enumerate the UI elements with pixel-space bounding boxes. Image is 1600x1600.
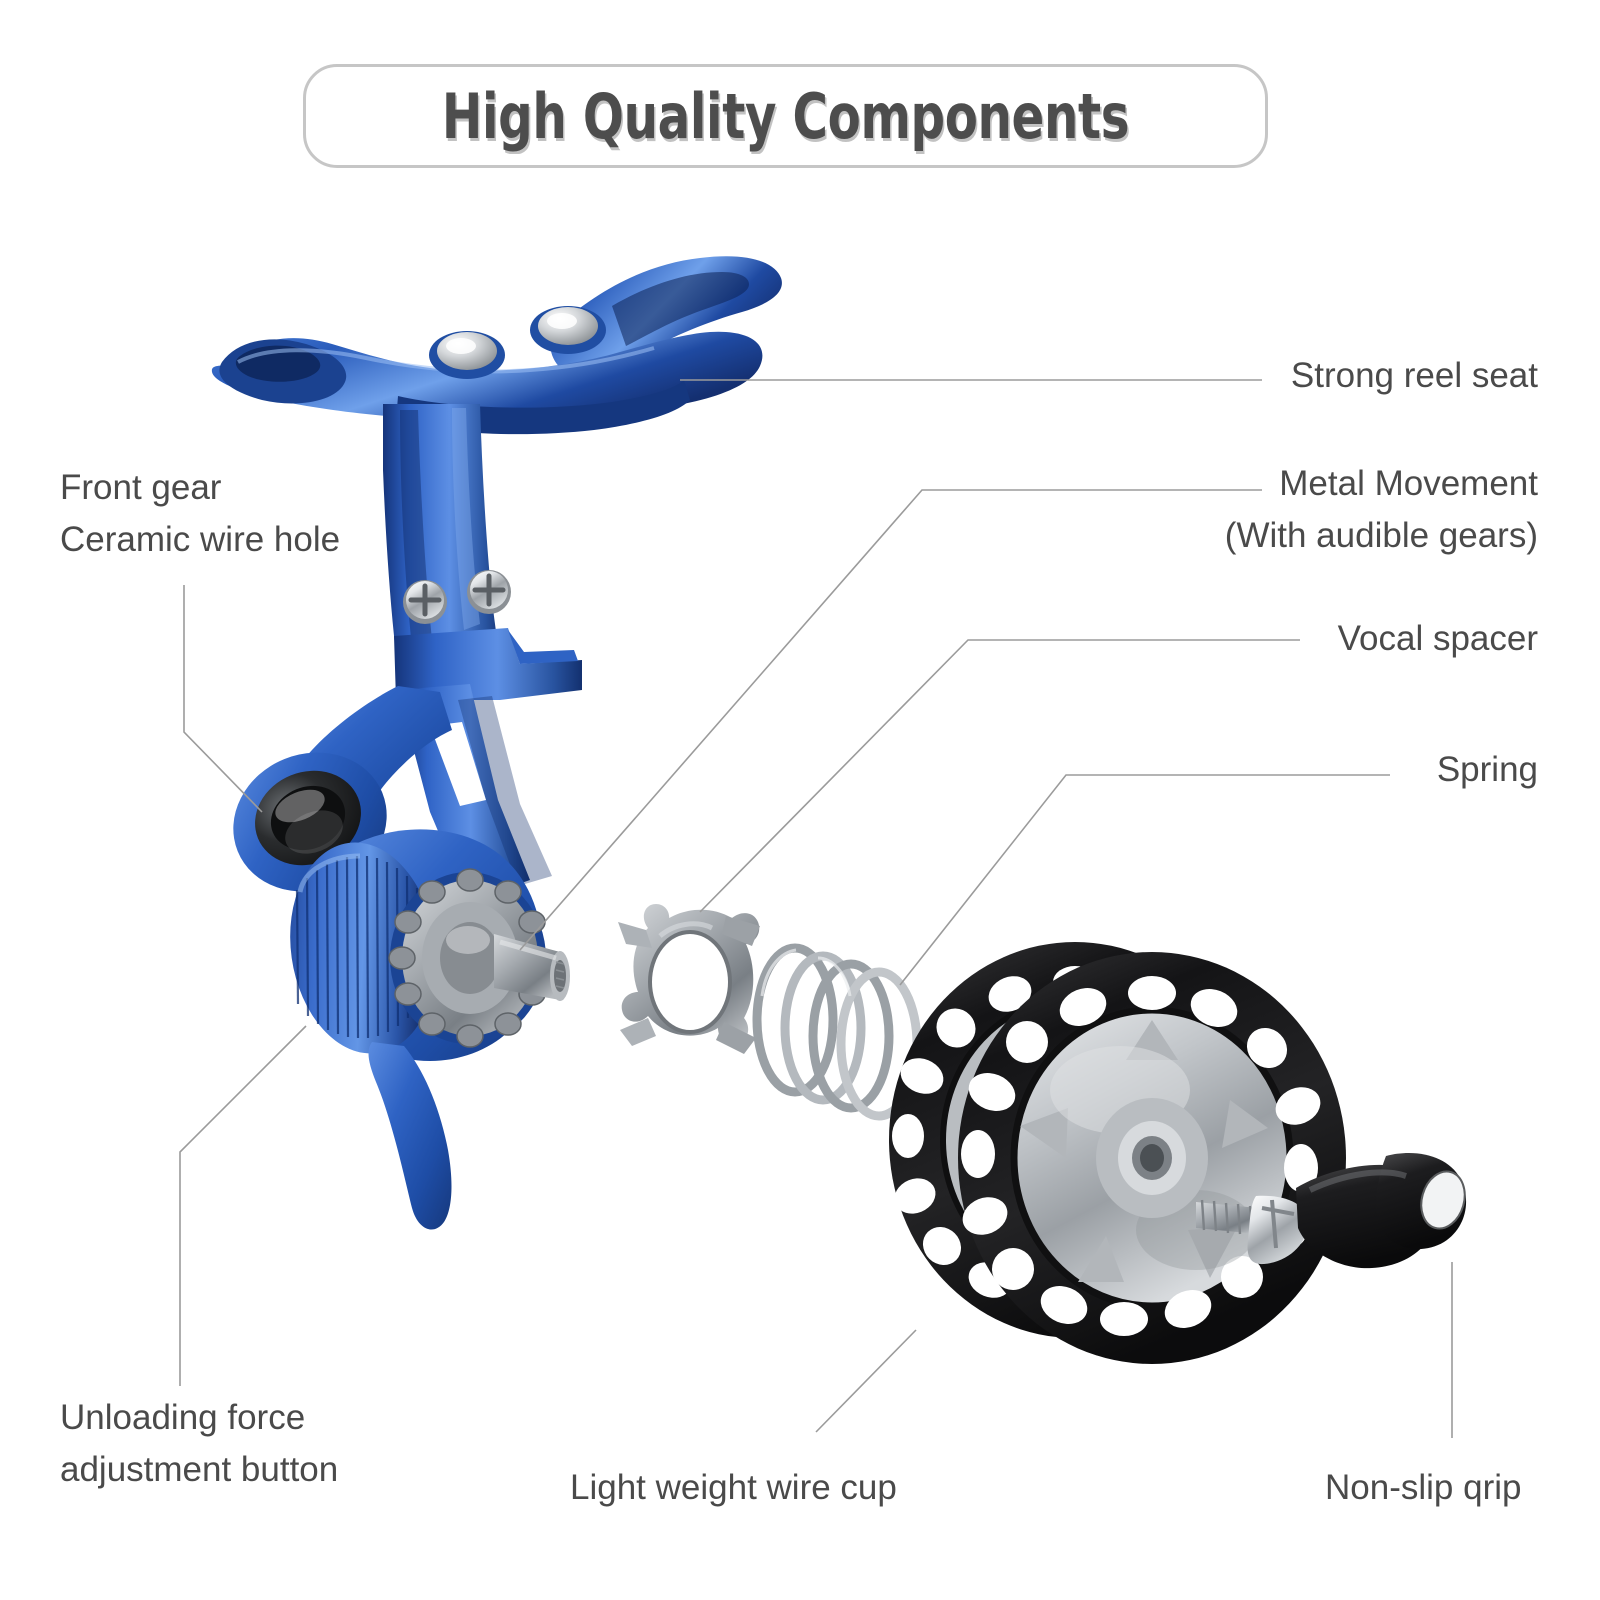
callout-metal-movement-line-2: (With audible gears) [1224, 516, 1538, 555]
callout-unloading-force-line-2: adjustment button [60, 1450, 339, 1489]
metal-movement-gear [388, 868, 570, 1048]
frame-shelf-ledge [508, 630, 578, 664]
frame-tail-foot [368, 1042, 452, 1230]
callout-unloading-force-line-1: Unloading force [60, 1398, 306, 1437]
light-weight-wire-cup [889, 942, 1346, 1364]
spring-part [752, 943, 922, 1121]
reel-frame-blue [211, 256, 782, 1230]
callout-unloading-force: Unloading force adjustment button [60, 1392, 338, 1496]
callout-light-weight-wire-cup: Light weight wire cup [570, 1462, 897, 1514]
callout-strong-reel-seat: Strong reel seat [978, 350, 1538, 402]
ceramic-ring-gloss-2 [285, 810, 343, 854]
callout-front-gear-line-2: Ceramic wire hole [60, 520, 341, 559]
page-title: High Quality Components [441, 79, 1130, 153]
spacer-tab-4 [620, 1018, 656, 1046]
screw-cross-1 [408, 583, 442, 617]
callout-metal-movement: Metal Movement (With audible gears) [900, 458, 1538, 562]
shaft-threads [555, 961, 565, 989]
spacer-tab-2 [716, 1022, 756, 1054]
callout-non-slip-grip: Non-slip qrip [1325, 1462, 1521, 1514]
screw-cross-2 [472, 573, 506, 607]
drag-knob-highlight [297, 853, 361, 893]
callout-non-slip-grip-line-1: Non-slip qrip [1325, 1468, 1522, 1507]
callout-vocal-spacer: Vocal spacer [978, 613, 1538, 665]
handle-highlight [1308, 1169, 1407, 1193]
vocal-spacer-part [618, 904, 760, 1054]
callout-metal-movement-line-1: Metal Movement [1279, 464, 1538, 503]
reel-seat-rear-slot [612, 272, 749, 346]
spring-highlights [760, 948, 852, 997]
callout-front-gear: Front gear Ceramic wire hole [60, 462, 340, 566]
ceramic-ring-inner [270, 785, 346, 851]
handle-assembly [1196, 1152, 1467, 1269]
callout-vocal-spacer-line-1: Vocal spacer [1337, 619, 1538, 658]
ceramic-ring-gloss [275, 789, 325, 823]
frame-screws [403, 570, 511, 624]
spool-hub-hole [1140, 1144, 1164, 1172]
handle-screw-cross [1261, 1199, 1295, 1249]
title-frame [303, 64, 1268, 168]
callout-light-weight-wire-cup-line-1: Light weight wire cup [570, 1468, 897, 1507]
frame-window [430, 722, 486, 806]
callout-spring: Spring [978, 744, 1538, 796]
handle-screw-threads [1200, 1199, 1254, 1237]
handle-knob-cap-edge [1420, 1170, 1466, 1230]
shaft-bore [554, 960, 566, 992]
handle-knob-cap [1421, 1171, 1465, 1229]
reel-seat-rivets [429, 306, 606, 379]
rivet-gloss-1 [446, 338, 476, 354]
rivet-gloss-2 [547, 313, 577, 329]
callout-front-gear-line-1: Front gear [60, 468, 222, 507]
gear-gloss [446, 926, 490, 954]
callout-strong-reel-seat-line-1: Strong reel seat [1290, 356, 1538, 395]
callout-spring-line-1: Spring [1436, 750, 1538, 789]
frame-stem-highlight [452, 408, 480, 630]
spacer-bore [650, 932, 730, 1032]
